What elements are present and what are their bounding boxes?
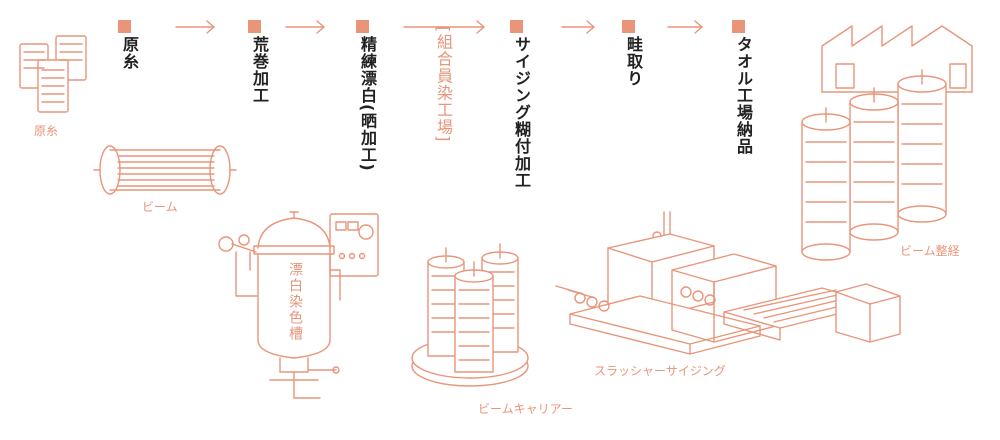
step-label: [組合員染工場] [434,26,453,143]
step-marker [118,20,131,33]
factory-icon [821,25,973,93]
caption-beam-carrier: ビームキャリアー [478,402,573,416]
step-label: タオル工場納品 [734,36,753,155]
warp-beams-icon [801,69,947,261]
step-label: サイジング糊付加工 [512,36,531,189]
arrow-icon [285,20,325,34]
caption-beam: ビーム [142,200,178,214]
raw-yarn-icon [19,35,87,113]
bleach-dye-tank-icon [218,211,379,399]
step-label: 原糸 [120,36,139,70]
caption-raw-yarn: 原糸 [34,124,59,138]
caption-beam-warping: ビーム整経 [900,244,960,258]
caption-slasher-sizing: スラッシャーサイジング [594,364,726,378]
arrow-icon [175,20,215,34]
step-label: 精練漂白(晒加工) [358,36,377,172]
step-label: 畦取り [624,36,643,87]
arrow-icon [667,20,703,34]
step-marker [356,20,369,33]
beam-carrier-icon [411,243,529,387]
slasher-sizing-machine-icon [555,211,901,355]
arrow-icon [403,20,485,34]
step-marker [248,20,261,33]
step-label: 荒巻加工 [250,36,269,104]
arrow-icon [561,20,595,34]
caption-tank: 漂白染色槽 [287,262,303,342]
beam-icon [93,145,237,195]
step-marker [622,20,635,33]
step-marker [732,20,745,33]
step-marker [510,20,523,33]
